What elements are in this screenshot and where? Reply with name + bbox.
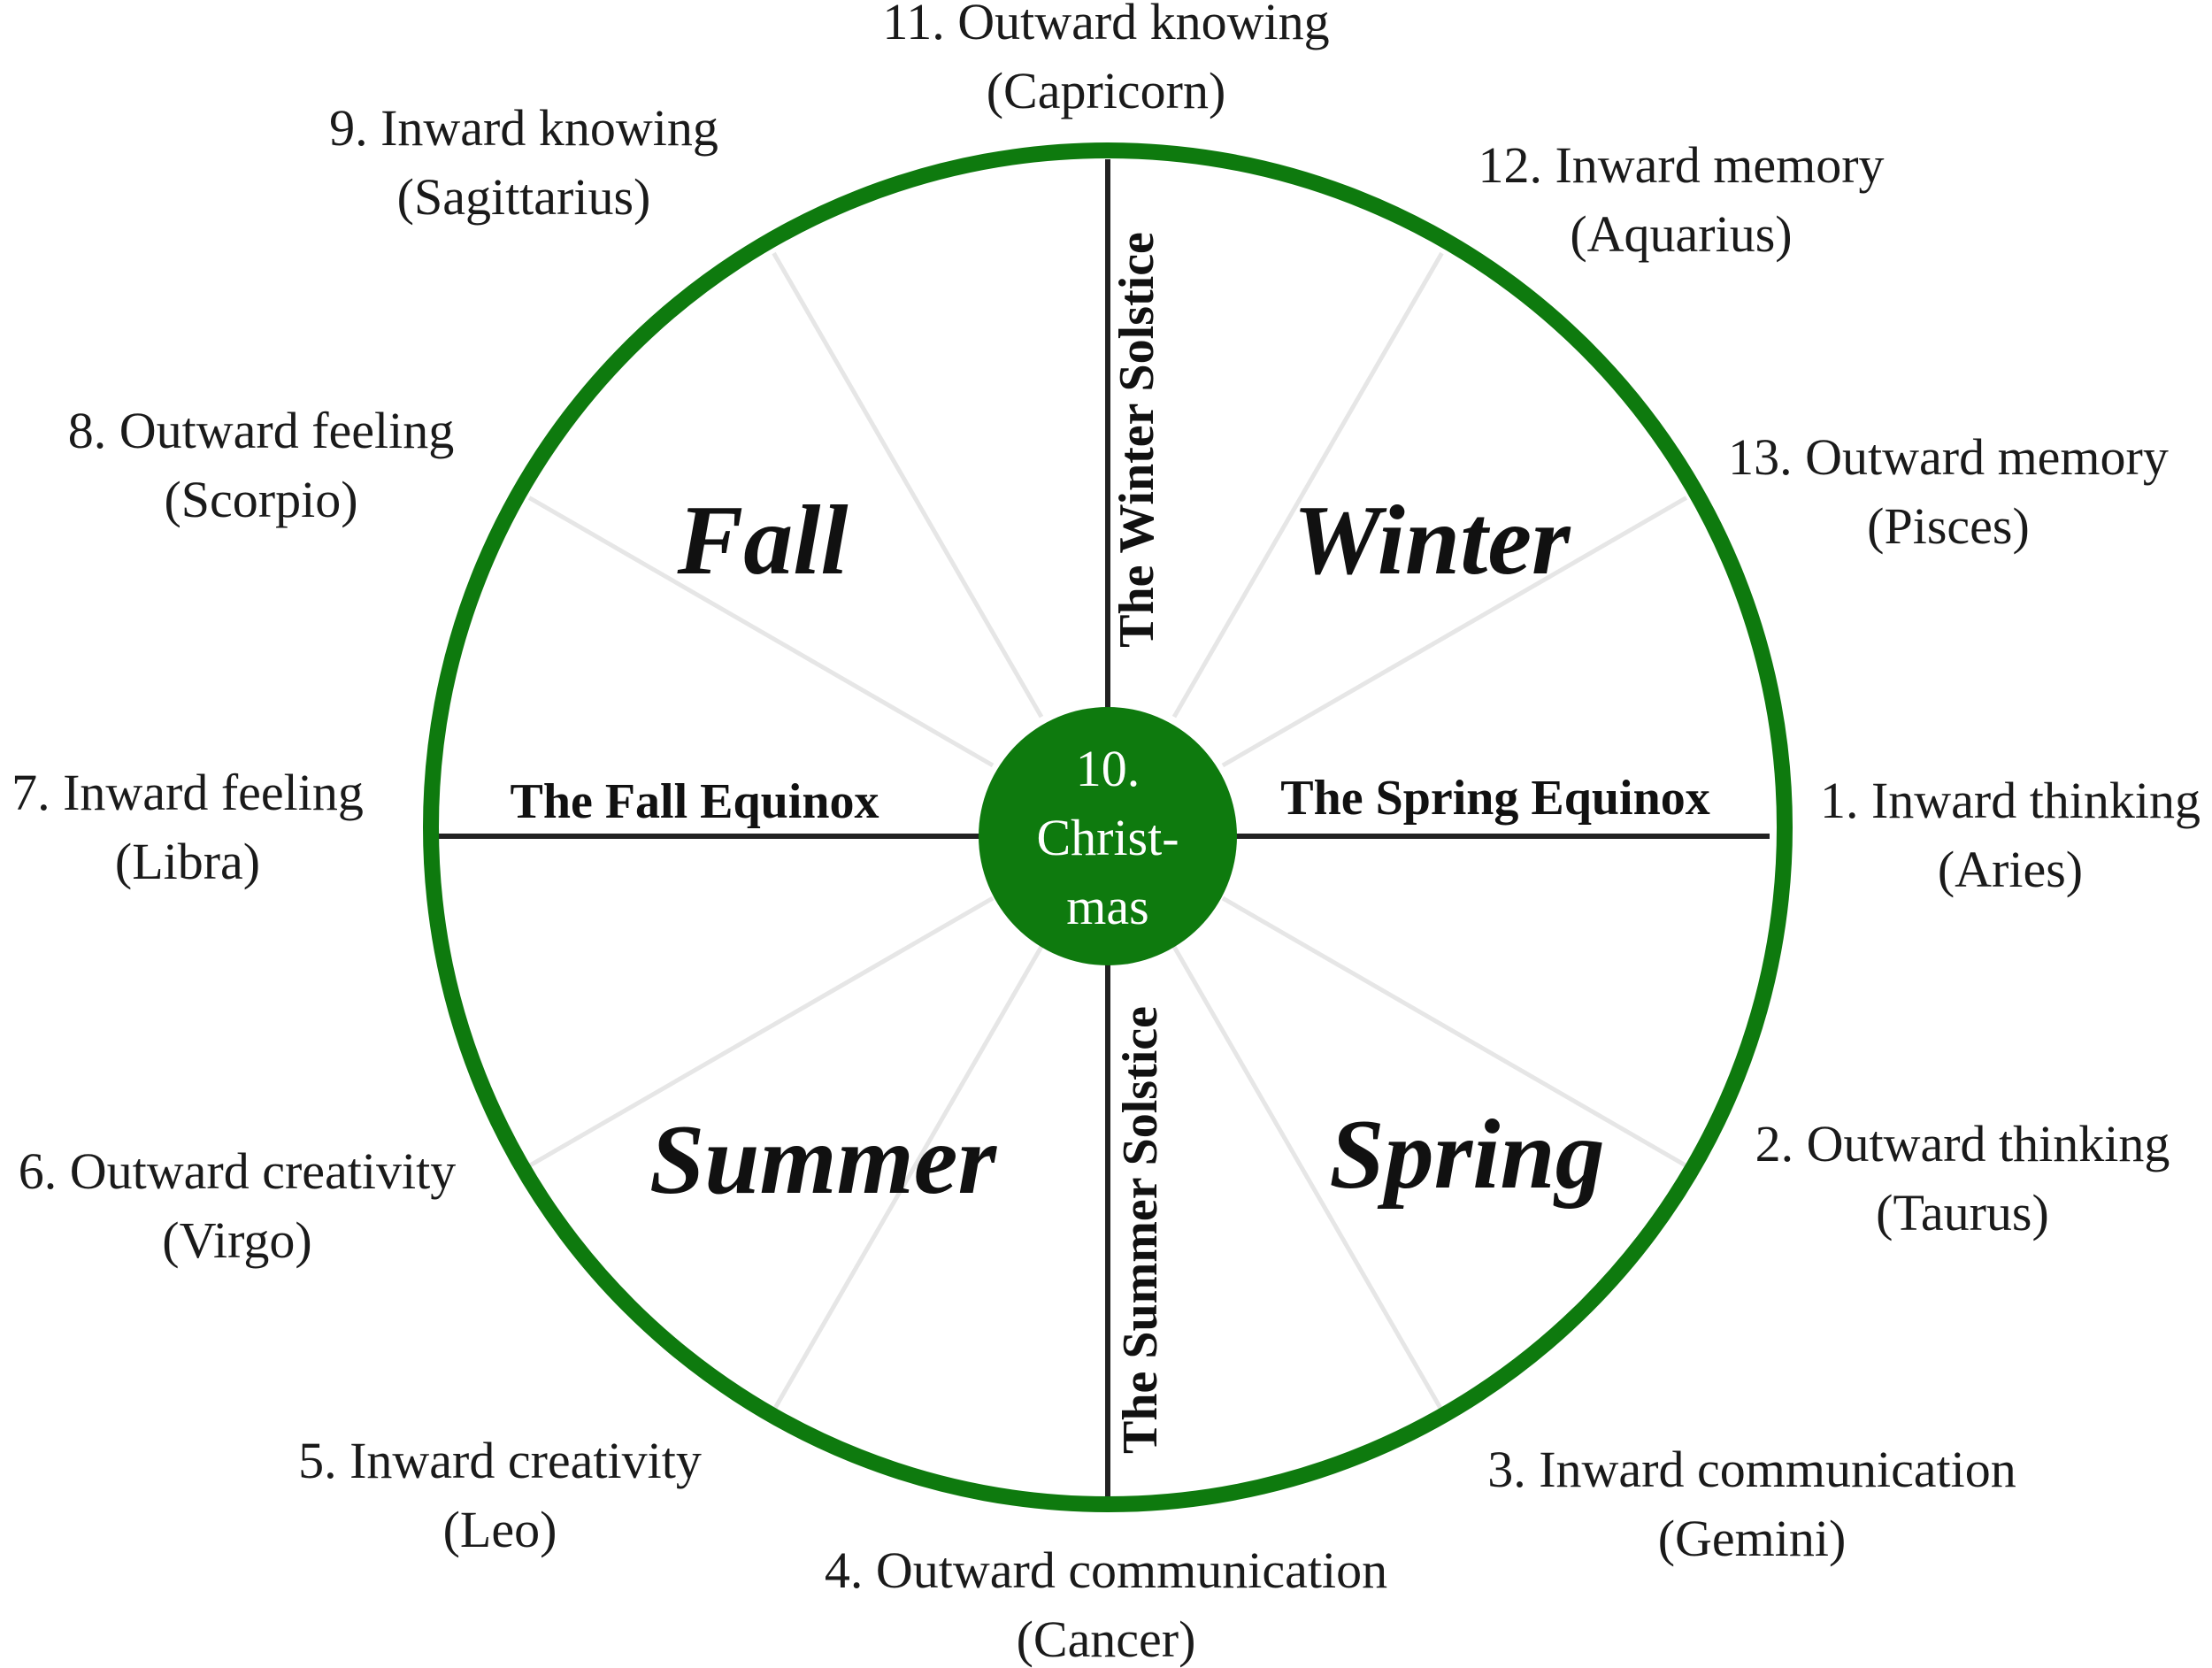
segment-label-7: 7. Inward feeling (12, 764, 364, 821)
segment-label-8: 8. Outward feeling (68, 402, 454, 459)
spoke-line (1221, 895, 1688, 1168)
segment-label-6: 6. Outward creativity (19, 1142, 456, 1200)
segment-label-2-sign: (Taurus) (1876, 1184, 2049, 1241)
segment-label-1: 1. Inward thinking (1820, 772, 2200, 829)
segment-label-3-sign: (Gemini) (1658, 1510, 1847, 1567)
spoke-line (1221, 496, 1688, 768)
spoke-line (527, 895, 995, 1168)
spoke-line (772, 945, 1044, 1412)
segment-label-11: 11. Outward knowing (882, 0, 1329, 50)
segment-label-12-sign: (Aquarius) (1570, 205, 1792, 263)
segment-label-6-sign: (Virgo) (162, 1211, 311, 1269)
season-fall: Fall (677, 486, 849, 596)
segment-label-9: 9. Inward knowing (329, 99, 718, 157)
spoke-line (1171, 945, 1444, 1412)
segment-label-5-sign: (Leo) (443, 1501, 557, 1558)
season-spring: Spring (1329, 1100, 1604, 1210)
axis-label-summer-solstice: The Summer Solstice (1113, 1006, 1168, 1454)
spokes (527, 251, 1688, 1412)
segment-label-2: 2. Outward thinking (1755, 1115, 2170, 1172)
segment-label-9-sign: (Sagittarius) (397, 168, 651, 226)
segment-label-13: 13. Outward memory (1728, 428, 2169, 486)
segment-label-8-sign: (Scorpio) (164, 471, 357, 528)
outer-ring (423, 142, 1793, 1512)
season-winter: Winter (1293, 486, 1571, 596)
segment-label-7-sign: (Libra) (115, 833, 260, 890)
spoke-line (772, 251, 1044, 719)
segment-label-1-sign: (Aries) (1938, 841, 2083, 898)
spoke-line (527, 496, 995, 768)
segment-label-12: 12. Inward memory (1478, 136, 1884, 194)
spoke-line (1171, 251, 1444, 719)
center-hub (979, 707, 1237, 965)
segment-label-11-sign: (Capricorn) (987, 62, 1226, 119)
segment-label-4-sign: (Cancer) (1017, 1610, 1196, 1668)
segment-label-13-sign: (Pisces) (1867, 497, 2030, 555)
center-label-number: 10. (1076, 740, 1141, 797)
axis-label-spring-equinox: The Spring Equinox (1280, 771, 1710, 826)
center-label-word-end: mas (1066, 878, 1148, 935)
season-summer: Summer (649, 1105, 998, 1215)
segment-label-5: 5. Inward creativity (298, 1432, 702, 1489)
segment-label-4: 4. Outward communication (825, 1541, 1387, 1599)
segment-label-3: 3. Inward communication (1487, 1441, 2016, 1498)
center-label-word: Christ- (1036, 809, 1179, 866)
axis-label-fall-equinox: The Fall Equinox (510, 774, 879, 829)
axis-label-winter-solstice: The Winter Solstice (1110, 232, 1164, 648)
